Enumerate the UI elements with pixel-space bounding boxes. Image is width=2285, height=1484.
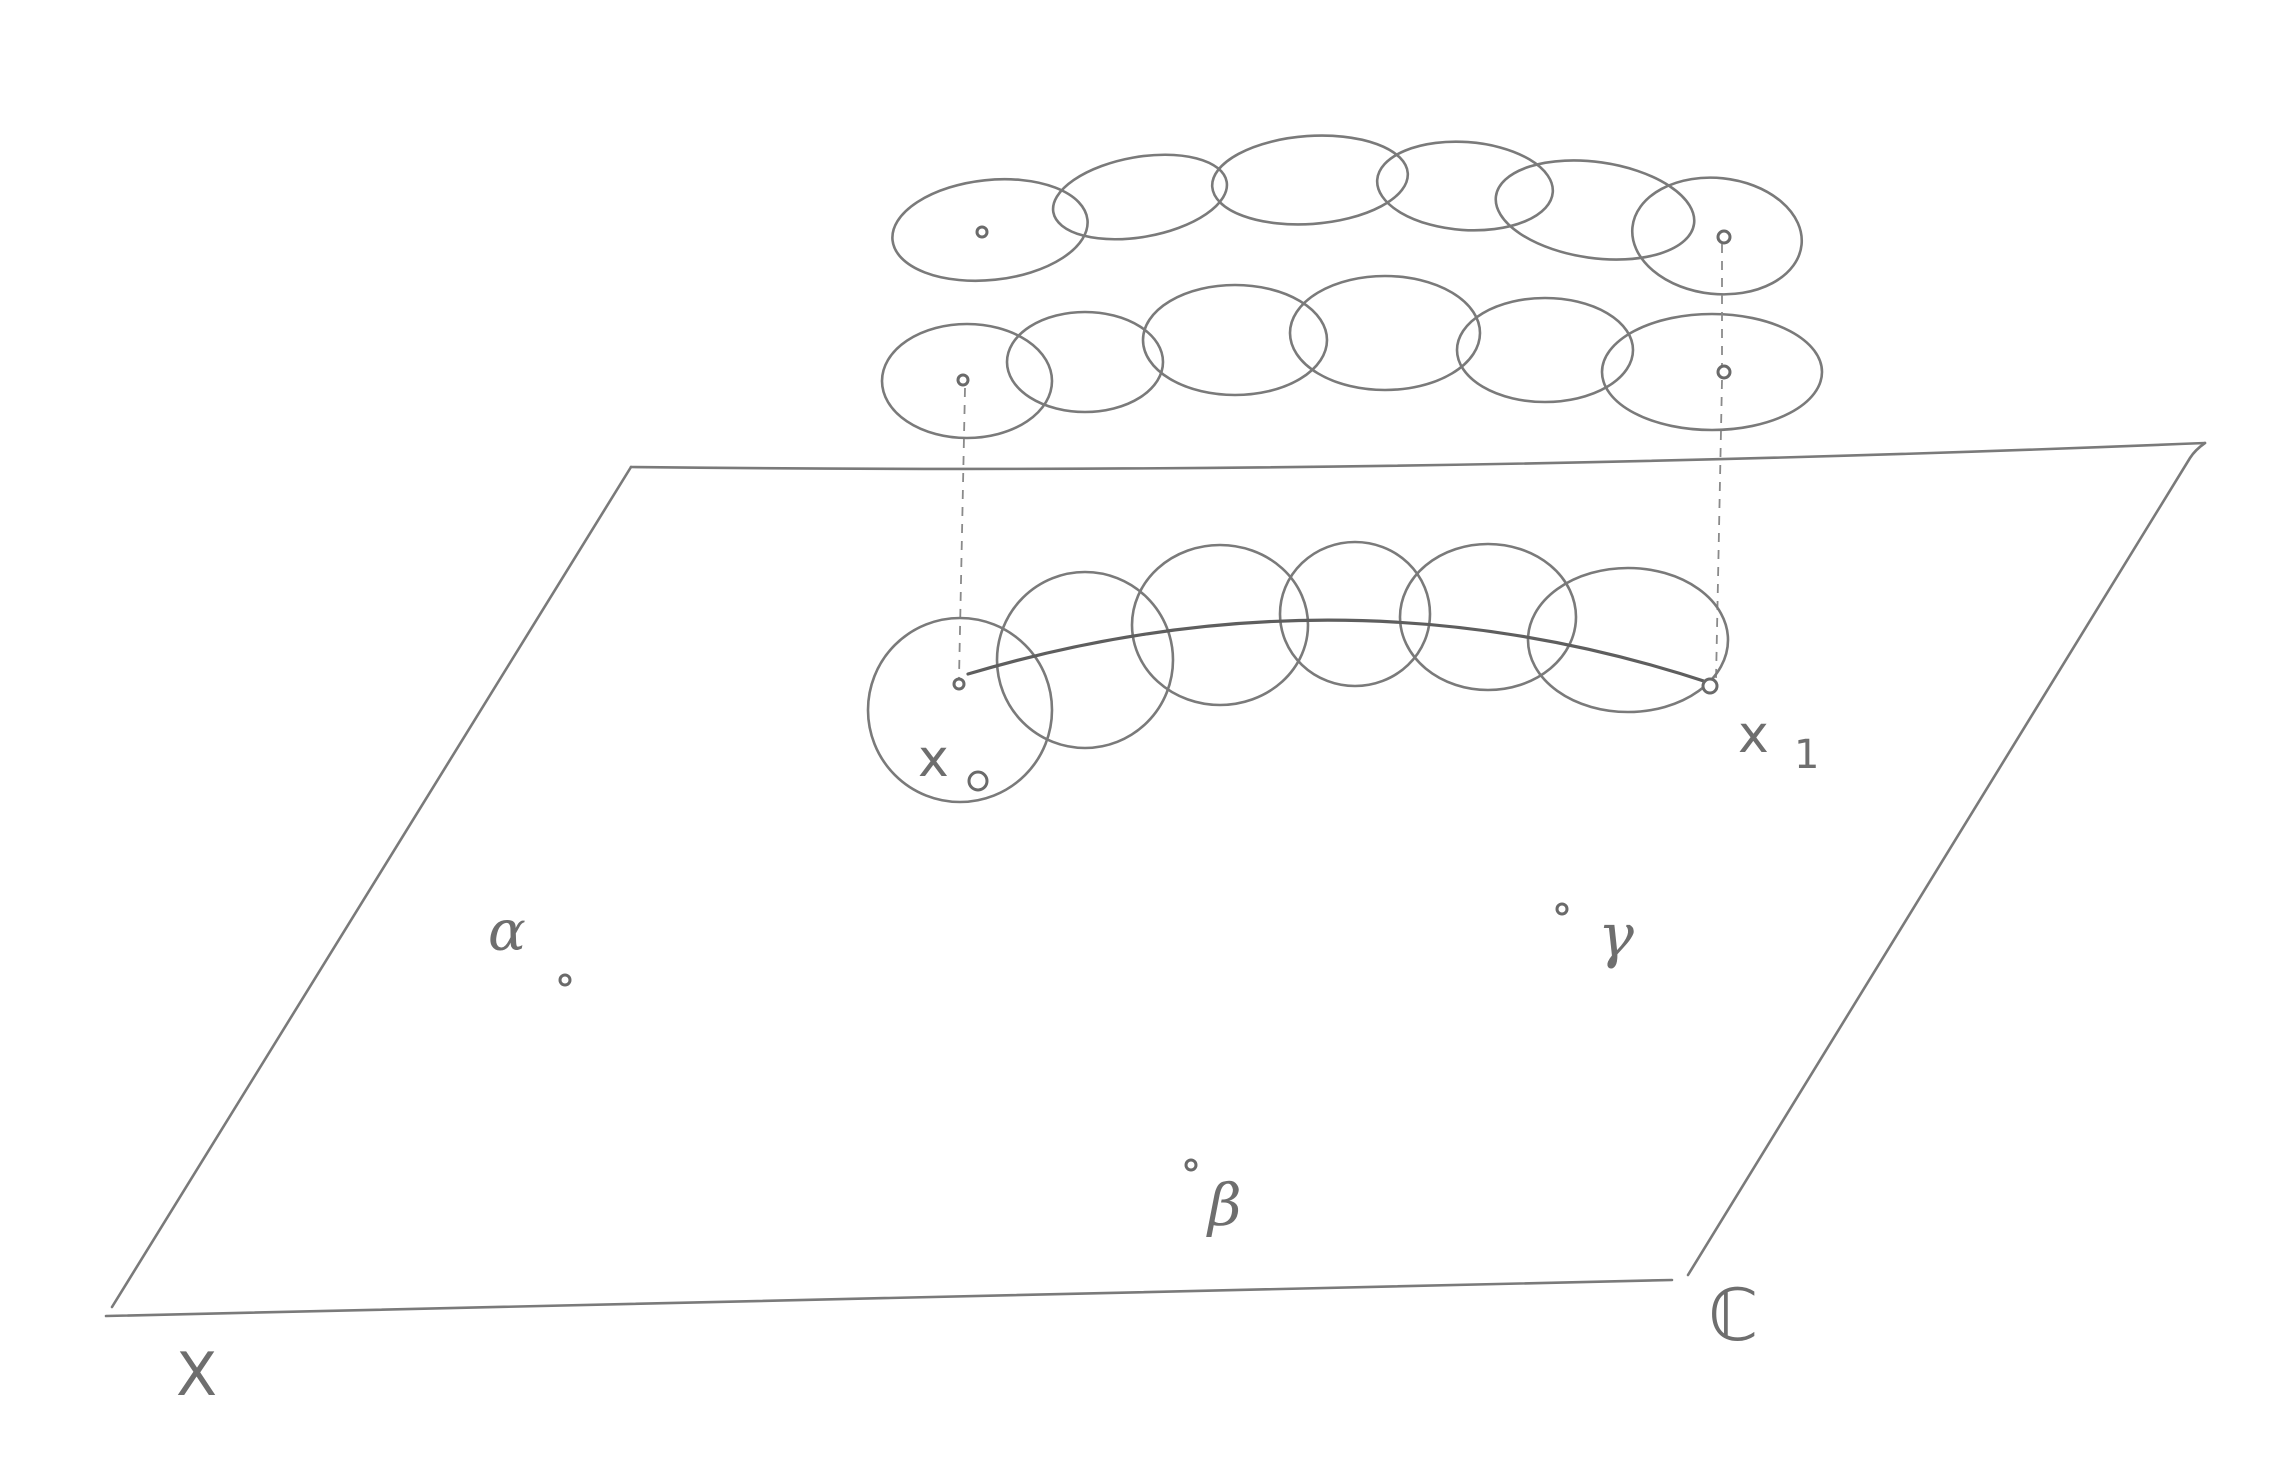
- oval: [880, 322, 1054, 440]
- oval: [1600, 312, 1824, 432]
- point-x0-start: [952, 677, 966, 691]
- circle: [995, 570, 1175, 750]
- projection-lines: [958, 244, 1723, 681]
- oval: [1141, 283, 1329, 397]
- circle: [1278, 540, 1432, 688]
- circle: [1526, 566, 1730, 714]
- circle: [1130, 543, 1310, 707]
- top-layer-ovals: [891, 134, 1804, 296]
- label-x1: x: [1738, 705, 1769, 765]
- point-alpha: [558, 973, 572, 987]
- plane-top-edge: [629, 441, 2207, 471]
- label-gamma: γ: [1598, 901, 1634, 971]
- plane-points: [558, 902, 1569, 1172]
- middle-layer-ovals: [880, 274, 1824, 440]
- top-start-point: [975, 225, 989, 239]
- point-beta: [1184, 1158, 1198, 1172]
- right-projection-line-lower: [1715, 379, 1723, 681]
- label-x0: x: [918, 729, 949, 789]
- circle: [866, 616, 1054, 804]
- oval: [1630, 176, 1804, 296]
- point-gamma: [1555, 902, 1569, 916]
- middle-end-point: [1716, 364, 1732, 380]
- oval: [1288, 274, 1482, 392]
- oval: [1494, 159, 1696, 261]
- oval: [1005, 310, 1165, 414]
- plane-right-edge: [1686, 441, 2207, 1277]
- label-alpha: α: [488, 899, 526, 964]
- plane-x: [104, 441, 2207, 1318]
- middle-start-point: [956, 373, 970, 387]
- top-end-point: [1716, 229, 1732, 245]
- labels: x x 1 α γ β X ℂ: [176, 705, 1819, 1410]
- oval: [1210, 134, 1410, 226]
- point-x1: [1701, 677, 1719, 695]
- label-complex-C: ℂ: [1708, 1273, 1758, 1357]
- label-beta: β: [1206, 1171, 1242, 1239]
- left-projection-line: [958, 387, 966, 679]
- label-x1-subscript: 1: [1794, 732, 1819, 778]
- oval: [891, 177, 1089, 283]
- oval: [1051, 153, 1229, 241]
- point-x0: [967, 770, 989, 792]
- plane-circles: [866, 540, 1730, 804]
- plane-bottom-edge: [104, 1278, 1674, 1318]
- label-plane-X: X: [176, 1340, 217, 1410]
- path-x0-x1: [966, 618, 1712, 685]
- circle: [1398, 542, 1578, 692]
- oval: [1455, 296, 1635, 404]
- oval: [1375, 140, 1555, 232]
- plane-left-edge: [110, 465, 633, 1309]
